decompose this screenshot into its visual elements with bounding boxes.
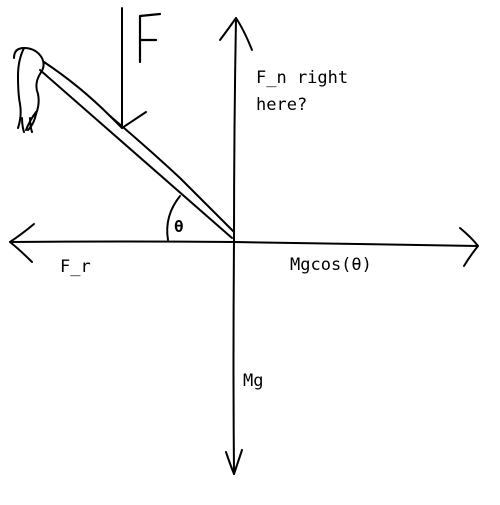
angle-label: θ	[174, 217, 184, 236]
horizontal-axis	[9, 240, 479, 247]
hand-icon	[13, 47, 45, 133]
normal-force-question-line1: F_n right	[256, 68, 348, 88]
vertical-axis	[232, 17, 237, 475]
angle-arc	[166, 195, 181, 241]
right-arrowhead	[459, 227, 479, 267]
weight-label: Mg	[243, 371, 263, 391]
friction-force-label: F_r	[60, 257, 91, 277]
horizontal-component-label: Mgcos(θ)	[290, 255, 372, 275]
down-arrowhead	[225, 449, 243, 475]
applied-force-label-glyph	[138, 12, 162, 64]
ladder-upper-edge	[43, 61, 235, 233]
left-arrowhead	[9, 223, 35, 263]
applied-force-arrowhead	[109, 111, 147, 129]
normal-force-question-line2: here?	[256, 95, 307, 115]
ladder-lower-edge	[39, 69, 233, 239]
up-arrowhead	[219, 17, 253, 51]
